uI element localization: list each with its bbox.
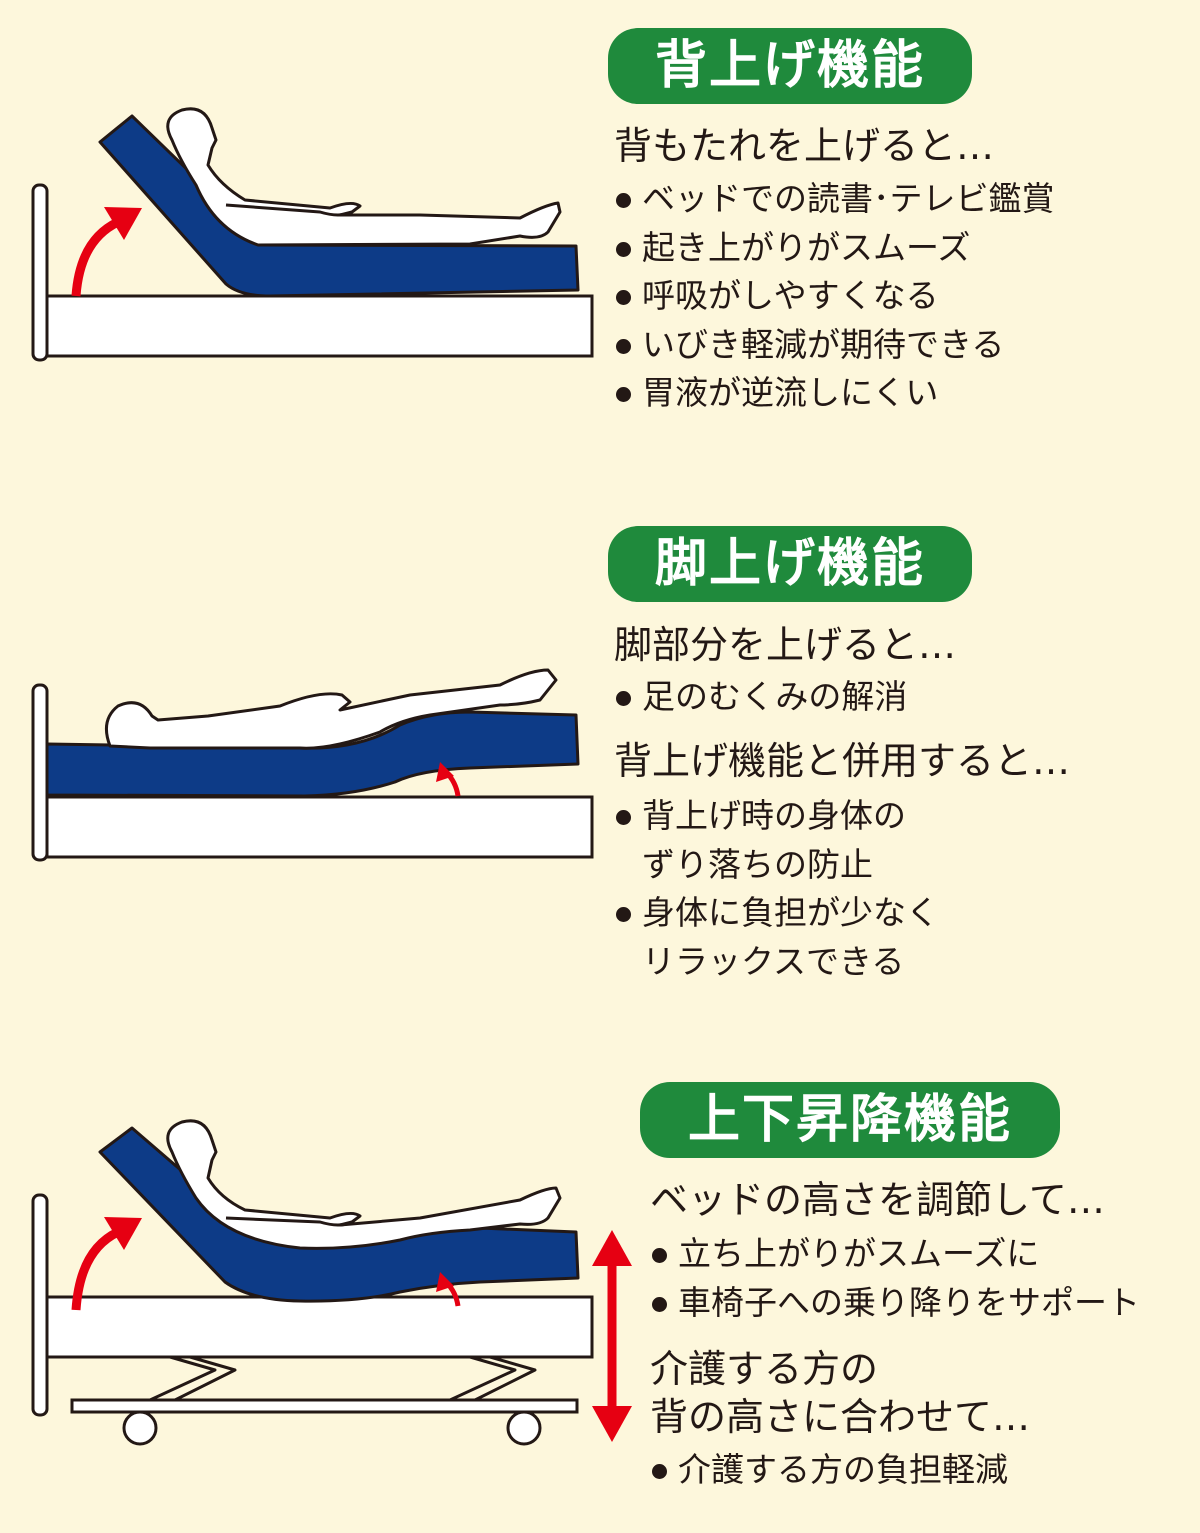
section-title-badge: 上下昇降機能 — [640, 1082, 1060, 1158]
list-item-line: リラックスできる — [642, 941, 905, 981]
list-item-line: 身体に負担が少なく — [642, 893, 939, 932]
list-item: いびき軽減が期待できる — [614, 321, 1055, 370]
list-item: ベッドでの読書･テレビ鑑賞 — [614, 175, 1055, 224]
lift-mechanism — [148, 1355, 537, 1402]
list-item: 胃液が逆流しにくい — [614, 369, 1055, 418]
benefit-list: ベッドでの読書･テレビ鑑賞 起き上がりがスムーズ 呼吸がしやすくなる いびき軽減… — [614, 175, 1055, 418]
back-raise-bed-illustration — [31, 107, 594, 362]
leg-raise-section: 脚上げ機能 脚部分を上げると… 足のむくみの解消 背上げ機能と併用すると… 背上… — [0, 520, 1200, 1000]
mattress — [98, 114, 580, 298]
headboard — [31, 1193, 49, 1417]
section-title-badge: 背上げ機能 — [608, 28, 972, 104]
benefit-list: 足のむくみの解消 — [614, 673, 907, 722]
raise-arrow — [71, 1227, 121, 1311]
section-title-badge: 脚上げ機能 — [608, 526, 972, 602]
height-arrow-up-head — [592, 1230, 632, 1266]
combined-benefit-list: 背上げ時の身体の ずり落ちの防止 身体に負担が少なく リラックスできる — [614, 792, 939, 986]
caregiver-lead-line1: 介護する方の — [650, 1347, 879, 1391]
headboard — [31, 183, 49, 362]
back-raise-section: 背上げ機能 背もたれを上げると… ベッドでの読書･テレビ鑑賞 起き上がりがスムー… — [0, 0, 1200, 460]
list-item: 立ち上がりがスムーズに — [650, 1230, 1140, 1279]
list-item-line: ずり落ちの防止 — [642, 844, 873, 884]
list-item: 起き上がりがスムーズ — [614, 224, 1055, 273]
list-item: 介護する方の負担軽減 — [650, 1446, 1008, 1495]
mattress — [45, 710, 580, 798]
bed-base — [45, 795, 594, 859]
leg-raise-arrow-head — [436, 1272, 454, 1292]
list-item: 車椅子への乗り降りをサポート — [650, 1279, 1140, 1328]
list-item: 呼吸がしやすくなる — [614, 272, 1055, 321]
height-adjust-bed-illustration — [31, 1119, 632, 1446]
height-adjust-section: 上下昇降機能 ベッドの高さを調節して… 立ち上がりがスムーズに 車椅子への乗り降… — [0, 1070, 1200, 1533]
list-item: 身体に負担が少なく リラックスできる — [614, 889, 939, 986]
combined-use-lead: 背上げ機能と併用すると… — [614, 739, 1071, 783]
raise-arrow — [71, 217, 121, 297]
leg-raise-bed-illustration — [31, 668, 594, 862]
person-figure — [166, 1119, 562, 1250]
section-lead: 背もたれを上げると… — [614, 124, 995, 168]
person-figure — [104, 668, 558, 750]
caregiver-lead-line2: 背の高さに合わせて… — [650, 1395, 1031, 1439]
list-item: 背上げ時の身体の ずり落ちの防止 — [614, 792, 939, 889]
section-lead: ベッドの高さを調節して… — [650, 1178, 1105, 1222]
section-lead: 脚部分を上げると… — [614, 623, 957, 667]
raise-arrow-head — [104, 207, 142, 240]
raise-arrow-head — [104, 1217, 142, 1250]
leg-raise-arrow-head — [436, 762, 454, 782]
person-figure — [166, 107, 562, 247]
list-item-line: 背上げ時の身体の — [642, 796, 906, 835]
height-arrow-down-head — [592, 1406, 632, 1442]
caregiver-benefit-list: 介護する方の負担軽減 — [650, 1446, 1008, 1495]
bed-base — [45, 1295, 594, 1359]
caster-wheel — [506, 1410, 542, 1446]
benefit-list: 立ち上がりがスムーズに 車椅子への乗り降りをサポート — [650, 1230, 1140, 1327]
caster-wheel — [122, 1410, 158, 1446]
bed-base — [45, 294, 594, 358]
lift-base — [70, 1398, 579, 1414]
headboard — [31, 683, 49, 862]
list-item: 足のむくみの解消 — [614, 673, 907, 722]
